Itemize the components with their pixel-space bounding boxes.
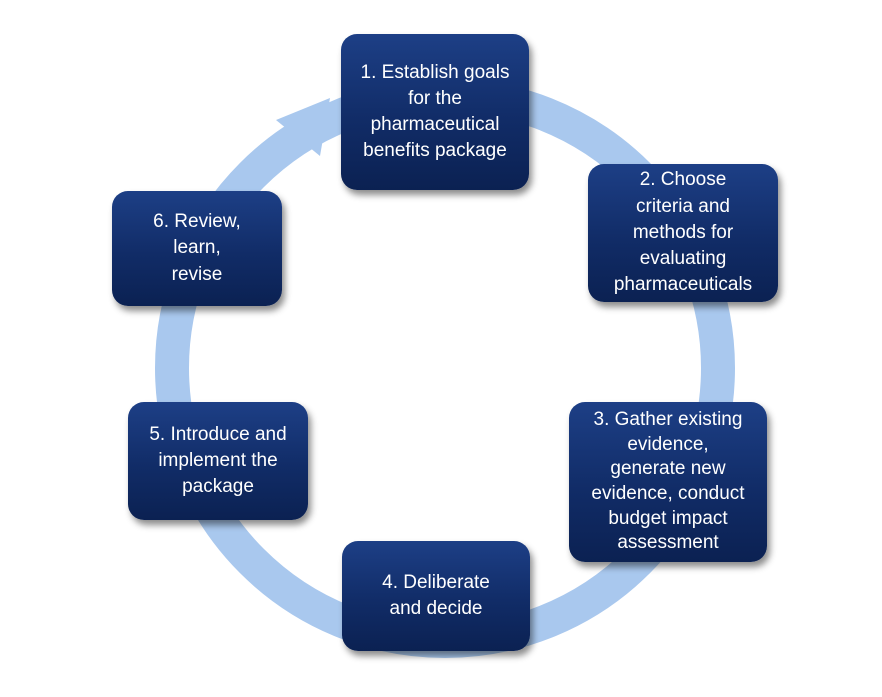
step-3-line-6: assessment [617, 532, 719, 554]
step-4-line-2: and decide [389, 598, 483, 619]
step-2-choose-criteria: 2. Choose criteria and methods for evalu… [588, 164, 778, 302]
step-2-line-4: evaluating [639, 248, 727, 270]
step-5-line-2: implement the [158, 449, 278, 471]
step-1-line-3: pharmaceutical [370, 114, 500, 135]
step-6-line-2: learn, [173, 237, 221, 259]
step-3-line-1: 3. Gather existing [593, 408, 743, 430]
cycle-arrowhead [276, 98, 330, 156]
step-4-deliberate-decide: 4. Deliberate and decide [342, 541, 530, 651]
step-3-line-2: evidence, [627, 433, 709, 455]
step-4-line-1: 4. Deliberate [382, 571, 490, 593]
step-5-line-3: package [182, 476, 254, 498]
step-3-line-5: budget impact [608, 507, 728, 529]
step-2-line-2: criteria and [636, 195, 730, 217]
step-6-line-3: revise [171, 263, 223, 285]
step-1-line-1: 1. Establish goals [360, 61, 510, 83]
step-3-gather-evidence: 3. Gather existing evidence, generate ne… [569, 402, 767, 562]
step-6-review-learn-revise: 6. Review, learn, revise [112, 191, 282, 306]
step-6-line-1: 6. Review, [153, 211, 241, 233]
step-1-line-2: for the [408, 87, 462, 109]
step-1-line-4: benefits package [363, 140, 507, 162]
step-3-line-3: generate new [610, 458, 726, 480]
step-5-line-1: 5. Introduce and [149, 423, 287, 445]
step-5-introduce-implement: 5. Introduce and implement the package [128, 402, 308, 520]
step-2-line-3: methods for [632, 221, 734, 243]
step-2-line-1: 2. Choose [639, 169, 727, 191]
step-3-line-4: evidence, conduct [591, 483, 745, 504]
step-1-establish-goals: 1. Establish goals for the pharmaceutica… [341, 34, 529, 190]
step-2-line-5: pharmaceuticals [613, 274, 753, 296]
